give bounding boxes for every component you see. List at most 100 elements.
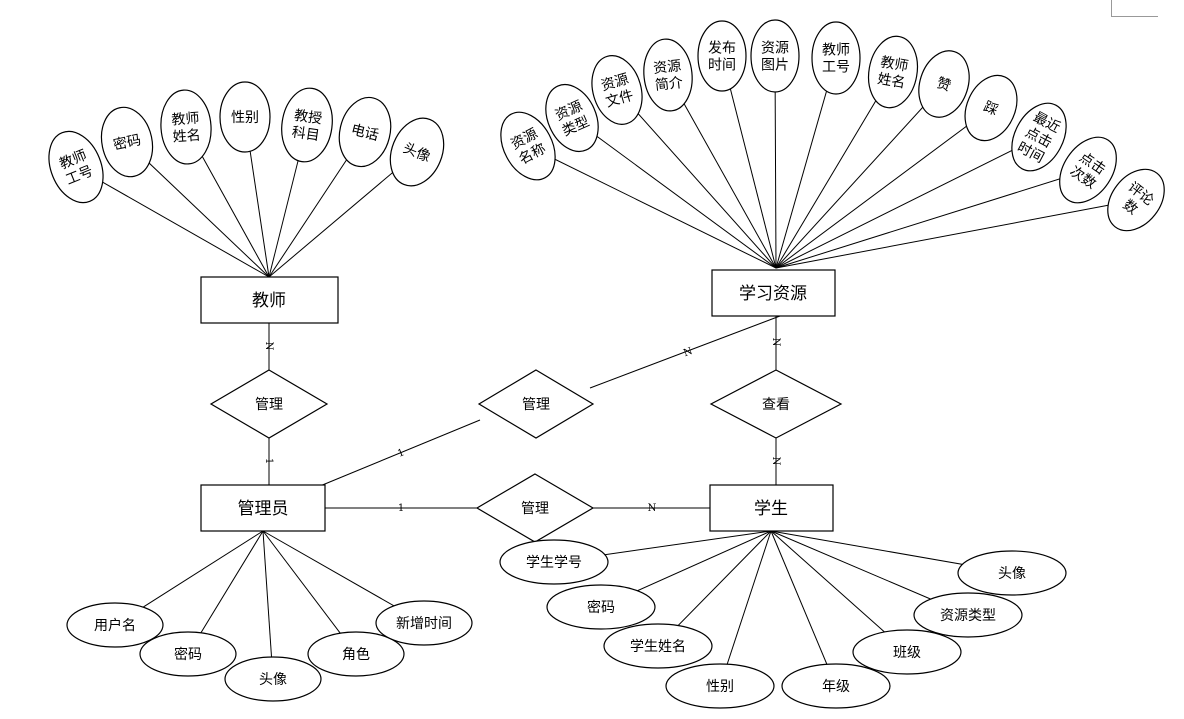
resource-attribute-ellipse-6 xyxy=(811,21,861,95)
student-attributes: 学生学号密码学生姓名性别年级班级资源类型头像 xyxy=(499,539,1067,709)
relationship-teacher-admin-label: 管理 xyxy=(255,397,283,413)
student-attribute-4: 年级 xyxy=(781,663,891,709)
entity-student: 学生 xyxy=(709,484,834,532)
teacher-attribute-ellipse-3 xyxy=(219,81,271,153)
student-attribute-ellipse-5 xyxy=(852,629,962,675)
admin-attribute-ellipse-4 xyxy=(375,600,473,646)
student-attribute-6: 资源类型 xyxy=(913,592,1023,638)
resource-attribute-label-6-1: 工号 xyxy=(822,60,850,76)
teacher-attr-line-1 xyxy=(126,141,270,278)
admin-attribute-ellipse-0 xyxy=(66,602,164,648)
admin-attribute-1: 密码 xyxy=(139,631,237,677)
admin-attribute-ellipse-1 xyxy=(139,631,237,677)
entity-student-label: 学生 xyxy=(754,499,788,519)
resource-attribute-label-2-1: 文件 xyxy=(604,88,635,111)
teacher-attribute-ellipse-2 xyxy=(160,89,212,165)
resource-attribute-label-9: 踩 xyxy=(981,99,1000,119)
entity-resource-label: 学习资源 xyxy=(739,284,807,304)
resource-attribute-ellipse-10 xyxy=(1011,102,1067,172)
admin-attribute-label-3: 角色 xyxy=(342,646,370,663)
student-attribute-label-4: 年级 xyxy=(822,679,850,695)
student-attr-line-4 xyxy=(770,530,837,687)
resource-attributes: 资源名称资源类型资源文件资源简介发布时间资源图片教师工号教师姓名赞踩最近点击时间… xyxy=(500,19,1165,232)
admin-attribute-2: 头像 xyxy=(224,656,322,702)
resource-attr-line-4 xyxy=(721,55,777,269)
resource-attr-line-11 xyxy=(775,169,1089,269)
student-attribute-ellipse-3 xyxy=(665,663,775,709)
teacher-attribute-ellipse-5 xyxy=(338,96,392,168)
admin-attribute-ellipse-2 xyxy=(224,656,322,702)
resource-attribute-label-8: 赞 xyxy=(935,75,953,95)
relationship-admin-resource-label: 管理 xyxy=(522,397,550,413)
resource-attr-line-1 xyxy=(571,117,777,269)
teacher-attribute-ellipse-4 xyxy=(281,87,333,163)
resource-attribute-label-3-0: 资源 xyxy=(652,58,682,77)
resource-attribute-9: 踩 xyxy=(964,74,1018,142)
manage2-to-resource-line xyxy=(589,315,781,389)
resource-attribute-label-4-1: 时间 xyxy=(708,58,736,74)
admin-attribute-ellipse-3 xyxy=(307,631,405,677)
admin-attribute-label-4: 新增时间 xyxy=(396,616,452,632)
student-attribute-label-2: 学生姓名 xyxy=(630,639,686,655)
admin-to-manage2-line xyxy=(319,419,481,487)
teacher-attribute-ellipse-0 xyxy=(48,130,104,204)
admin-attr-line-2 xyxy=(262,530,274,680)
relationship-student-resource-label: 查看 xyxy=(762,397,790,413)
teacher-attribute-ellipse-1 xyxy=(100,106,154,178)
resource-attribute-label-4-0: 发布 xyxy=(708,41,736,57)
admin-attribute-label-2: 头像 xyxy=(259,672,287,688)
entity-admin-label: 管理员 xyxy=(238,499,289,519)
admin-attribute-0: 用户名 xyxy=(66,602,164,648)
student-attribute-3: 性别 xyxy=(665,663,775,709)
teacher-attribute-3: 性别 xyxy=(219,81,271,153)
student-attribute-label-1: 密码 xyxy=(587,599,615,616)
resource-attr-line-10 xyxy=(775,136,1040,269)
resource-attr-line-12 xyxy=(775,199,1137,269)
student-attribute-7: 头像 xyxy=(957,550,1067,596)
resource-attr-line-9 xyxy=(775,107,992,269)
student-attribute-ellipse-7 xyxy=(957,550,1067,596)
resource-attr-line-8 xyxy=(775,83,945,269)
resource-attribute-ellipse-0 xyxy=(500,111,556,181)
relationship-admin-student-label: 管理 xyxy=(521,501,549,517)
card-student-side-view: N xyxy=(770,457,781,466)
entity-teacher-label: 教师 xyxy=(252,291,286,311)
entity-resource: 学习资源 xyxy=(711,269,836,317)
resource-attribute-12: 评论数 xyxy=(1107,168,1165,232)
student-attribute-label-7: 头像 xyxy=(998,566,1026,582)
resource-attribute-ellipse-11 xyxy=(1059,136,1117,204)
resource-attr-line-6 xyxy=(775,57,837,269)
resource-attribute-label-5-1: 图片 xyxy=(761,58,789,74)
card-admin-side-resource: 1 xyxy=(396,447,406,460)
student-attribute-5: 班级 xyxy=(852,629,962,675)
teacher-attribute-6: 头像 xyxy=(389,117,445,187)
teacher-attribute-label-2-1: 姓名 xyxy=(172,128,201,146)
resource-attribute-8: 赞 xyxy=(918,50,970,118)
resource-attribute-1: 资源类型 xyxy=(545,83,599,153)
resource-attribute-label-7-0: 教师 xyxy=(879,54,909,75)
card-teacher-side: N xyxy=(263,342,274,351)
relationship-teacher-admin: 管理 xyxy=(209,369,329,439)
resource-attr-line-0 xyxy=(527,145,777,269)
resource-attribute-ellipse-4 xyxy=(697,20,747,92)
student-attribute-ellipse-1 xyxy=(546,584,656,630)
admin-attribute-4: 新增时间 xyxy=(375,600,473,646)
resource-attribute-ellipse-7 xyxy=(867,35,919,109)
cardinality-labels: N 1 N 1 1 N N N xyxy=(263,338,781,514)
card-admin-side-student: 1 xyxy=(398,503,404,514)
teacher-attribute-label-2-0: 教师 xyxy=(171,111,200,129)
teacher-attribute-ellipse-6 xyxy=(389,117,445,187)
relationship-admin-student: 管理 xyxy=(475,473,595,543)
student-attribute-label-3: 性别 xyxy=(706,679,734,695)
student-attribute-label-5: 班级 xyxy=(893,645,921,661)
teacher-attribute-label-4-1: 科目 xyxy=(291,125,321,145)
resource-attribute-ellipse-5 xyxy=(750,19,800,93)
